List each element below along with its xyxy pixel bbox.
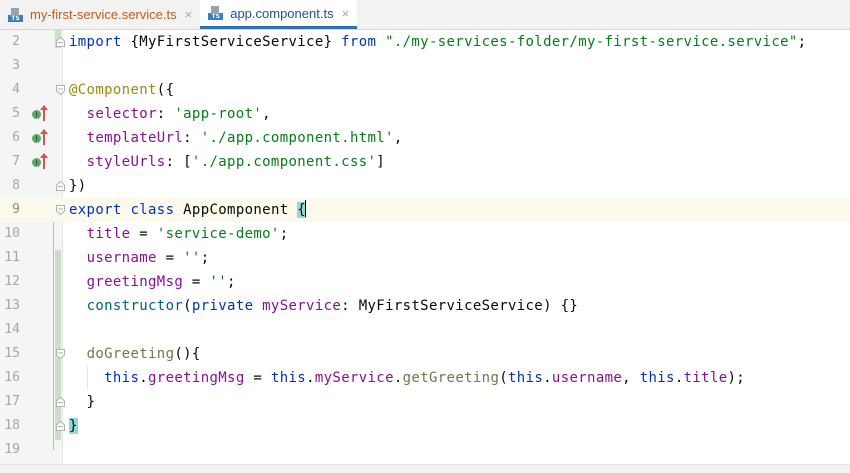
code-line: 16 this.greetingMsg = this.myService.get… xyxy=(0,366,850,390)
code-line: 7 styleUrls: ['./app.component.css'] xyxy=(0,150,850,174)
fold-marker-icon[interactable] xyxy=(56,205,65,215)
line-number: 9 xyxy=(12,202,20,217)
vcs-change-marker xyxy=(55,250,61,440)
indent-guide xyxy=(87,366,88,390)
matched-brace: } xyxy=(69,418,78,434)
line-number: 3 xyxy=(12,58,20,73)
vcs-change-marker xyxy=(55,30,61,48)
code-text: this.greetingMsg = this.myService.getGre… xyxy=(104,370,746,386)
fold-marker-icon[interactable] xyxy=(56,85,65,95)
editor-tab-bar: TS my-first-service.service.ts × TS app.… xyxy=(0,0,850,30)
close-tab-icon[interactable]: × xyxy=(341,5,350,21)
code-text: doGreeting(){ xyxy=(86,346,201,362)
line-number: 14 xyxy=(4,322,20,337)
code-line: 19 xyxy=(0,438,850,462)
line-number: 7 xyxy=(12,154,20,169)
code-text: constructor(private myService: MyFirstSe… xyxy=(86,298,579,314)
typescript-file-icon: TS xyxy=(8,7,24,22)
fold-marker-icon[interactable] xyxy=(56,421,65,431)
horizontal-scrollbar[interactable] xyxy=(0,464,850,473)
tab-my-first-service[interactable]: TS my-first-service.service.ts × xyxy=(0,0,200,29)
line-number: 6 xyxy=(12,130,20,145)
fold-marker-icon[interactable] xyxy=(56,349,65,359)
code-line: 10 title = 'service-demo'; xyxy=(0,222,850,246)
code-line: 8 }) xyxy=(0,174,850,198)
code-line: 18 } xyxy=(0,414,850,438)
code-line: 2 import {MyFirstServiceService} from ".… xyxy=(0,30,850,54)
tab-label: my-first-service.service.ts xyxy=(30,7,177,22)
code-line: 17 } xyxy=(0,390,850,414)
code-text: }) xyxy=(69,178,87,194)
typescript-file-icon: TS xyxy=(208,6,224,20)
tab-app-component[interactable]: TS app.component.ts × xyxy=(200,0,358,29)
close-tab-icon[interactable]: × xyxy=(184,7,193,22)
line-number-gutter xyxy=(0,30,63,472)
code-line: 6 templateUrl: './app.component.html', xyxy=(0,126,850,150)
fold-marker-icon[interactable] xyxy=(56,181,65,191)
code-editor[interactable]: 2 import {MyFirstServiceService} from ".… xyxy=(0,30,850,472)
code-text: greetingMsg = ''; xyxy=(86,274,236,290)
implementation-gutter-icon[interactable] xyxy=(32,129,50,146)
code-text: styleUrls: ['./app.component.css'] xyxy=(86,154,386,170)
matched-brace: { xyxy=(297,202,307,218)
text-cursor xyxy=(305,200,307,217)
code-line: 12 greetingMsg = ''; xyxy=(0,270,850,294)
code-text: selector: 'app-root', xyxy=(86,106,271,122)
vcs-change-line xyxy=(53,200,54,450)
line-number: 16 xyxy=(4,370,20,385)
fold-marker-icon[interactable] xyxy=(56,397,65,407)
code-line: 15 doGreeting(){ xyxy=(0,342,850,366)
line-number: 15 xyxy=(4,346,20,361)
line-number: 10 xyxy=(4,226,20,241)
fold-marker-icon[interactable] xyxy=(56,37,65,47)
line-number: 13 xyxy=(4,298,20,313)
code-text: import {MyFirstServiceService} from "./m… xyxy=(69,34,807,50)
line-number: 5 xyxy=(12,106,20,121)
line-number: 4 xyxy=(12,82,20,97)
code-line: 5 selector: 'app-root', xyxy=(0,102,850,126)
tab-label: app.component.ts xyxy=(230,5,334,21)
line-number: 8 xyxy=(12,178,20,193)
code-line: 13 constructor(private myService: MyFirs… xyxy=(0,294,850,318)
code-text: @Component({ xyxy=(69,82,175,98)
code-line: 3 xyxy=(0,54,850,78)
implementation-gutter-icon[interactable] xyxy=(32,105,50,122)
code-text: export class AppComponent { xyxy=(69,200,307,218)
code-text: username = ''; xyxy=(86,250,210,266)
code-line: 14 xyxy=(0,318,850,342)
code-text: } xyxy=(69,414,78,438)
line-number: 17 xyxy=(4,394,20,409)
line-number: 12 xyxy=(4,274,20,289)
code-text: title = 'service-demo'; xyxy=(86,226,289,242)
code-line: 4 @Component({ xyxy=(0,78,850,102)
code-text: } xyxy=(86,394,96,410)
implementation-gutter-icon[interactable] xyxy=(32,153,50,170)
code-line-current: 9 export class AppComponent { xyxy=(0,198,850,222)
line-number: 19 xyxy=(4,442,20,457)
line-number: 18 xyxy=(4,418,20,433)
code-text: templateUrl: './app.component.html', xyxy=(86,130,403,146)
code-line: 11 username = ''; xyxy=(0,246,850,270)
line-number: 2 xyxy=(12,34,20,49)
line-number: 11 xyxy=(4,250,20,265)
